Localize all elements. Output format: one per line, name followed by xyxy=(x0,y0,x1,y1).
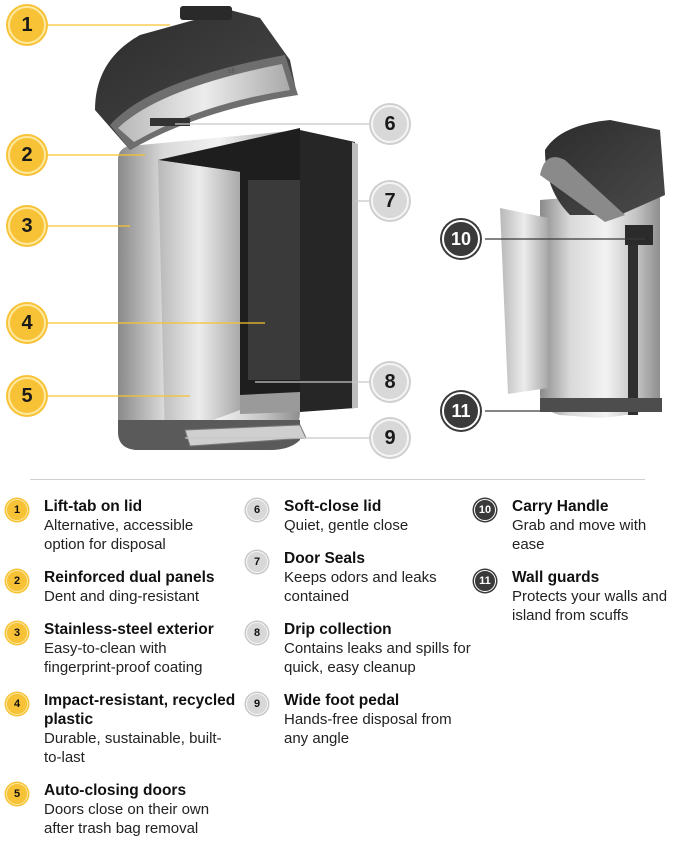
legend-item-7: 7 Door Seals Keeps odors and leaks conta… xyxy=(246,549,471,606)
legend-desc: Hands-free disposal from any angle xyxy=(284,711,452,747)
legend-desc: Contains leaks and spills for quick, eas… xyxy=(284,640,471,676)
yellow-leader-lines xyxy=(48,24,265,397)
callout-5: 5 xyxy=(8,377,46,415)
legend-badge-9: 9 xyxy=(246,693,268,715)
legend-title: Stainless-steel exterior xyxy=(44,621,214,638)
callout-8: 8 xyxy=(371,363,409,401)
divider xyxy=(30,479,645,480)
callout-7: 7 xyxy=(371,182,409,220)
right-door xyxy=(300,130,355,412)
trash-can-illustration: sh xyxy=(48,6,665,450)
callout-10: 10 xyxy=(442,220,480,258)
main-can: sh xyxy=(95,6,358,450)
lid-brand-text: sh xyxy=(228,68,236,75)
callout-3: 3 xyxy=(8,207,46,245)
callout-2: 2 xyxy=(8,136,46,174)
legend-badge-6: 6 xyxy=(246,499,268,521)
legend-title: Wide foot pedal xyxy=(284,692,400,709)
callout-1: 1 xyxy=(8,6,46,44)
legend-badge-1: 1 xyxy=(6,499,28,521)
legend-title: Reinforced dual panels xyxy=(44,569,215,586)
legend-desc: Dent and ding-resistant xyxy=(44,588,200,605)
legend-title: Door Seals xyxy=(284,550,365,567)
legend-item-11: 11 Wall guards Protects your walls and i… xyxy=(474,568,678,625)
rear-can xyxy=(500,120,665,418)
legend-desc: Doors close on their own after trash bag… xyxy=(44,801,210,837)
legend-badge-10: 10 xyxy=(474,499,496,521)
lift-tab xyxy=(180,6,232,20)
legend-desc: Quiet, gentle close xyxy=(284,517,409,534)
legend-title: Auto-closing doors xyxy=(44,782,187,799)
legend-item-10: 10 Carry Handle Grab and move with ease xyxy=(474,497,678,554)
left-door xyxy=(158,160,240,438)
callout-4: 4 xyxy=(8,304,46,342)
legend-desc: Grab and move with ease xyxy=(512,517,647,553)
legend-column-2: 6 Soft-close lid Quiet, gentle close 7 D… xyxy=(246,497,471,762)
drip-tray xyxy=(240,392,300,414)
legend-title: Drip collection xyxy=(284,621,392,638)
legend-desc: Durable, sustainable, built-to-last xyxy=(44,730,222,766)
legend-desc: Protects your walls and island from scuf… xyxy=(512,588,668,624)
carry-handle xyxy=(625,225,653,245)
rear-can-door xyxy=(500,208,548,394)
legend-column-3: 10 Carry Handle Grab and move with ease … xyxy=(474,497,678,639)
legend-title: Soft-close lid xyxy=(284,498,382,515)
callout-6: 6 xyxy=(371,105,409,143)
legend-badge-7: 7 xyxy=(246,551,268,573)
legend-item-4: 4 Impact-resistant, recycled plastic Dur… xyxy=(6,691,236,767)
legend-title: Impact-resistant, recycled plastic xyxy=(44,692,236,728)
legend-item-2: 2 Reinforced dual panels Dent and ding-r… xyxy=(6,568,236,606)
legend-desc: Easy-to-clean with fingerprint-proof coa… xyxy=(44,640,203,676)
dark-leader-lines xyxy=(485,238,645,412)
wall-guard xyxy=(628,245,638,415)
legend-item-1: 1 Lift-tab on lid Alternative, accessibl… xyxy=(6,497,236,554)
legend-badge-8: 8 xyxy=(246,622,268,644)
rear-can-body xyxy=(540,190,660,418)
legend-badge-3: 3 xyxy=(6,622,28,644)
legend-title: Lift-tab on lid xyxy=(44,498,143,515)
legend-item-8: 8 Drip collection Contains leaks and spi… xyxy=(246,620,471,677)
legend-badge-4: 4 xyxy=(6,693,28,715)
legend-title: Carry Handle xyxy=(512,498,609,515)
legend-badge-2: 2 xyxy=(6,570,28,592)
legend-title: Wall guards xyxy=(512,569,600,586)
legend-column-1: 1 Lift-tab on lid Alternative, accessibl… xyxy=(6,497,236,852)
legend-item-3: 3 Stainless-steel exterior Easy-to-clean… xyxy=(6,620,236,677)
gray-leader-lines xyxy=(175,123,370,439)
legend-item-9: 9 Wide foot pedal Hands-free disposal fr… xyxy=(246,691,471,748)
callout-11: 11 xyxy=(442,392,480,430)
legend-item-6: 6 Soft-close lid Quiet, gentle close xyxy=(246,497,471,535)
product-diagram: sh xyxy=(8,6,665,457)
legend-badge-11: 11 xyxy=(474,570,496,592)
legend-desc: Keeps odors and leaks contained xyxy=(284,569,437,605)
legend-desc: Alternative, accessible option for dispo… xyxy=(44,517,194,553)
legend-item-5: 5 Auto-closing doors Doors close on thei… xyxy=(6,781,236,838)
callout-9: 9 xyxy=(371,419,409,457)
legend-badge-5: 5 xyxy=(6,783,28,805)
